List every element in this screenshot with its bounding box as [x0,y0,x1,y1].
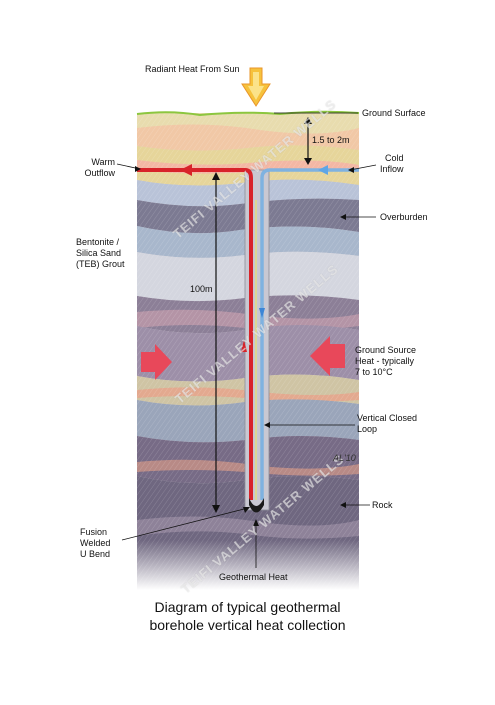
label-ground-source: Ground Source Heat - typically 7 to 10°C [355,345,417,377]
sun-heat-arrow [241,67,271,107]
up-flow-arrow [241,340,247,352]
ground-heat-arrows [141,336,345,380]
label-depth-main: 100m [190,284,213,294]
down-flow-arrow [259,308,265,318]
label-geothermal: Geothermal Heat [219,572,288,582]
label-ground-surface: Ground Surface [362,108,426,118]
caption-line-2: borehole vertical heat collection [149,617,346,633]
label-rock: Rock [372,500,393,510]
label-cold-inflow: Cold Inflow [380,153,404,174]
caption-line-1: Diagram of typical geothermal [154,599,341,615]
label-grout: Bentonite / Silica Sand (TEB) Grout [76,237,125,269]
label-depth-top: 1.5 to 2m [312,135,350,145]
cold-inflow-arrow [318,165,328,175]
warm-outflow-arrow [180,164,192,176]
dimension-markers [212,117,312,513]
label-warm-outflow: Warm Outflow [84,157,115,178]
leader-lines [116,112,377,568]
label-overburden: Overburden [380,212,428,222]
label-vertical-loop: Vertical Closed Loop [357,413,418,434]
closed-loop-pipes [137,168,359,513]
label-sun: Radiant Heat From Sun [145,64,240,74]
artist-signature: AL'10 [333,453,356,463]
label-fusion-u-bend: Fusion Welded U Bend [80,527,111,559]
u-bend [249,498,264,513]
ground-surface-line [136,110,360,117]
diagram-caption: Diagram of typical geothermal borehole v… [0,598,495,634]
